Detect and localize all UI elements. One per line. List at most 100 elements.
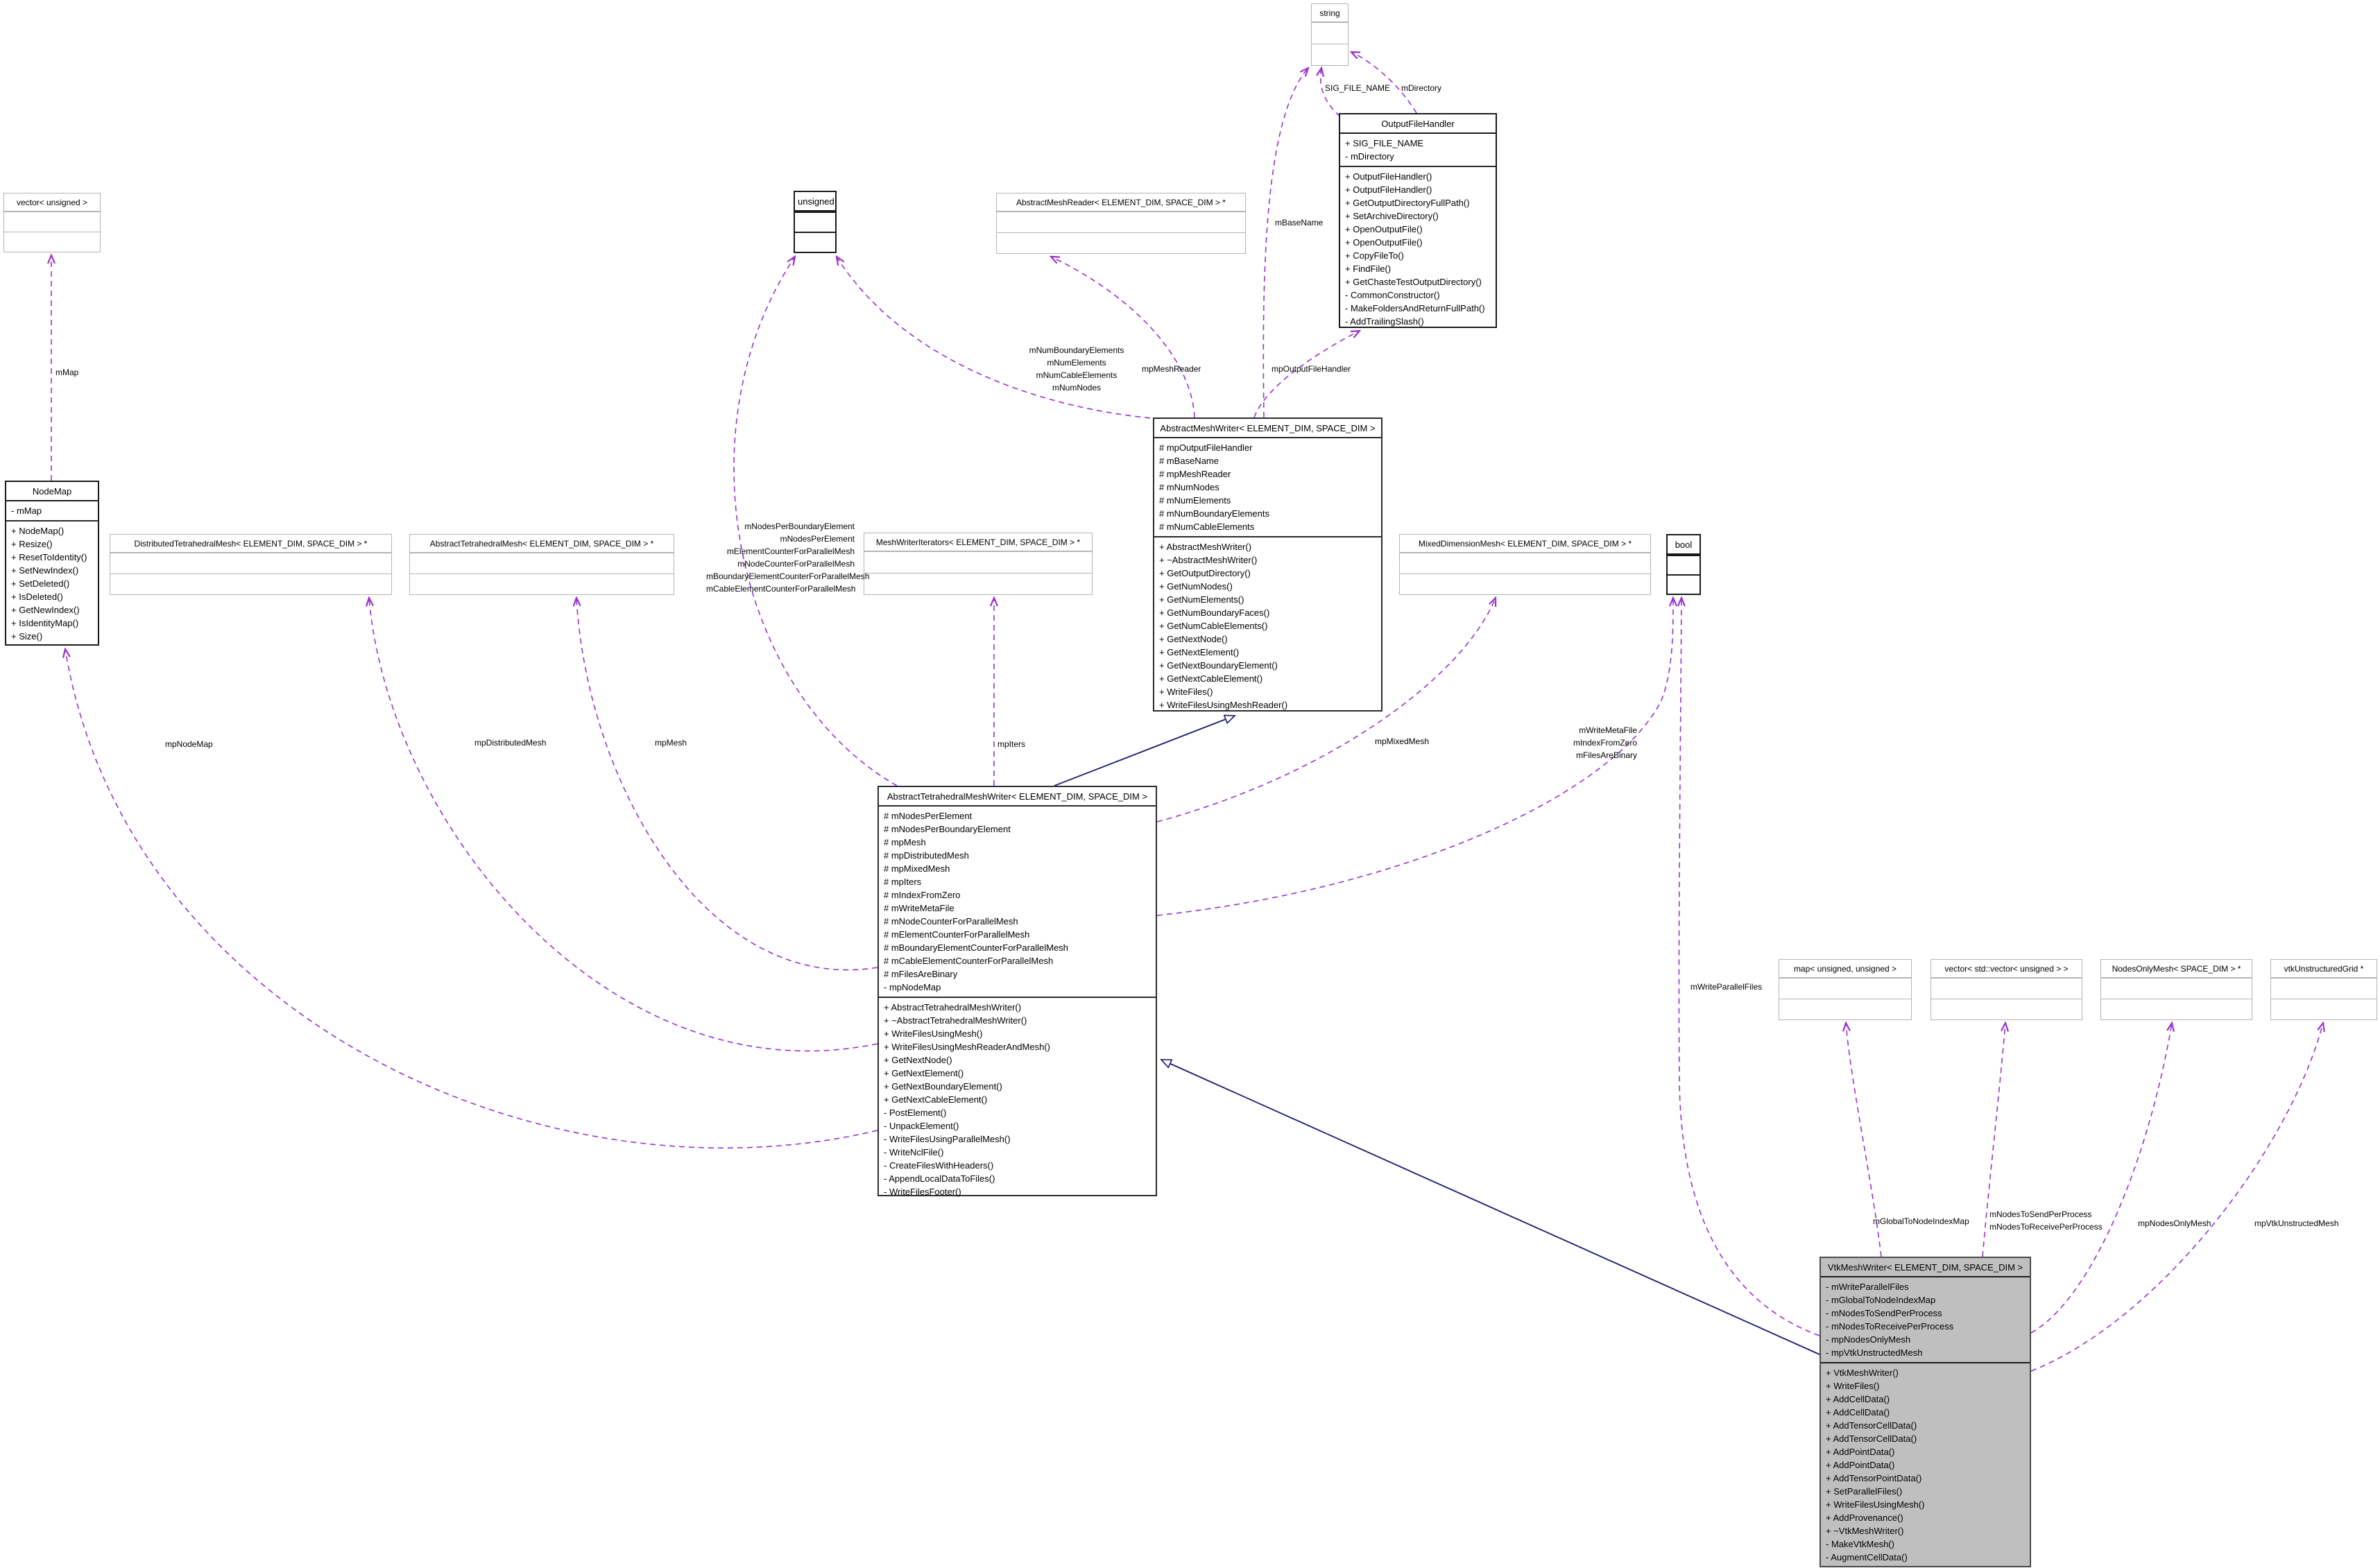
class-title: DistributedTetrahedralMesh< ELEMENT_DIM,…: [110, 535, 391, 553]
text-line: # mNumCableElements: [1159, 522, 1255, 532]
text-line: mWriteMetaFile: [1579, 725, 1637, 735]
text-line: + AbstractMeshWriter(): [1159, 542, 1252, 552]
text-line: + GetNextCableElement(): [1159, 673, 1263, 684]
class-title: VtkMeshWriter< ELEMENT_DIM, SPACE_DIM >: [1821, 1258, 2030, 1277]
text-line: + GetNumElements(): [1159, 594, 1244, 605]
class-output-file-handler[interactable]: OutputFileHandler + SIG_FILE_NAME- mDire…: [1339, 113, 1497, 328]
class-vtk-mesh-writer: VtkMeshWriter< ELEMENT_DIM, SPACE_DIM > …: [1820, 1257, 2031, 1567]
class-title: bool: [1668, 535, 1700, 555]
edge-label-mpmesh: mpMesh: [655, 738, 687, 748]
text-line: # mNodesPerElement: [884, 811, 973, 821]
text-line: + AddTensorCellData(): [1826, 1420, 1917, 1431]
text-line: - CommonConstructor(): [1345, 290, 1440, 300]
edge-mpvtkunstructedmesh: [2030, 1023, 2323, 1372]
edge-label-mpiters: mpIters: [998, 739, 1026, 749]
empty-compartment: [795, 232, 835, 252]
class-attributes: # mNodesPerElement # mNodesPerBoundaryEle…: [879, 807, 1156, 998]
empty-compartment: [110, 553, 391, 574]
text-line: # mpOutputFileHandler: [1159, 442, 1253, 453]
class-title: NodeMap: [6, 482, 98, 501]
text-line: - mpVtkUnstructedMesh: [1826, 1347, 1923, 1358]
empty-compartment: [2271, 999, 2377, 1019]
empty-compartment: [1400, 553, 1650, 574]
class-title: AbstractMeshWriter< ELEMENT_DIM, SPACE_D…: [1154, 419, 1381, 438]
class-methods: + AbstractMeshWriter() + ~AbstractMeshWri…: [1154, 537, 1381, 714]
text-line: mBoundaryElementCounterForParallelMesh: [706, 571, 870, 581]
text-line: + WriteFilesUsingMeshReaderAndMesh(): [884, 1042, 1050, 1052]
class-attributes: # mpOutputFileHandler# mBaseName# mpMesh…: [1154, 438, 1381, 537]
empty-compartment: [997, 212, 1245, 232]
text-line: # mNodesPerBoundaryElement: [884, 824, 1011, 834]
class-mesh-writer-iterators[interactable]: MeshWriterIterators< ELEMENT_DIM, SPACE_…: [864, 533, 1093, 595]
text-line: + WriteFiles(): [1159, 687, 1213, 697]
edge-label-mpnodemap: mpNodeMap: [165, 739, 213, 749]
text-line: + AbstractTetrahedralMeshWriter(): [884, 1002, 1022, 1013]
empty-compartment: [1931, 999, 2082, 1019]
text-line: # mpMesh: [884, 837, 926, 847]
text-line: + WriteFiles(): [1826, 1381, 1880, 1391]
text-line: mNodesToReceivePerProcess: [1989, 1222, 2103, 1232]
class-vector-std-vector-unsigned: vector< std::vector< unsigned > >: [1930, 959, 2082, 1020]
class-abstract-mesh-reader[interactable]: AbstractMeshReader< ELEMENT_DIM, SPACE_D…: [996, 193, 1246, 254]
text-line: + OutputFileHandler(): [1345, 171, 1432, 182]
class-nodes-only-mesh[interactable]: NodesOnlyMesh< SPACE_DIM > *: [2100, 959, 2252, 1020]
text-line: mNumElements: [1047, 358, 1106, 368]
text-line: - mDirectory: [1345, 151, 1394, 162]
empty-compartment: [1779, 978, 1911, 999]
text-line: + OpenOutputFile(): [1345, 237, 1423, 248]
empty-compartment: [864, 551, 1092, 573]
empty-compartment: [795, 212, 835, 232]
text-line: + IsDeleted(): [11, 592, 63, 602]
class-title: AbstractMeshReader< ELEMENT_DIM, SPACE_D…: [997, 193, 1245, 212]
text-line: - WriteFilesFooter(): [884, 1187, 961, 1197]
class-mixed-dimension-mesh[interactable]: MixedDimensionMesh< ELEMENT_DIM, SPACE_D…: [1399, 534, 1651, 595]
text-line: - MakeFoldersAndReturnFullPath(): [1345, 303, 1485, 313]
edge-label-sigfilename: SIG_FILE_NAME: [1325, 83, 1391, 93]
class-abstract-tetrahedral-mesh[interactable]: AbstractTetrahedralMesh< ELEMENT_DIM, SP…: [409, 534, 674, 595]
text-line: mCableElementCounterForParallelMesh: [706, 584, 856, 594]
class-title: MixedDimensionMesh< ELEMENT_DIM, SPACE_D…: [1400, 535, 1650, 553]
class-node-map[interactable]: NodeMap - mMap + NodeMap()+ Resize()+ Re…: [5, 481, 99, 646]
text-line: + GetNextElement(): [884, 1068, 964, 1078]
text-line: # mIndexFromZero: [884, 890, 961, 900]
class-unsigned: unsigned: [794, 191, 837, 253]
text-line: + AddTensorCellData(): [1826, 1433, 1917, 1444]
class-title: vtkUnstructuredGrid *: [2271, 960, 2377, 978]
empty-compartment: [997, 232, 1245, 253]
class-title: map< unsigned, unsigned >: [1779, 960, 1911, 978]
class-title: vector< std::vector< unsigned > >: [1931, 960, 2082, 978]
edge-inherit-vmw-atmw: [1161, 1060, 1820, 1355]
text-line: - CreateFilesWithHeaders(): [884, 1160, 994, 1171]
text-line: + SetArchiveDirectory(): [1345, 211, 1439, 221]
edge-mpnodemap: [65, 649, 878, 1149]
edge-label-mwriteparallelfiles: mWriteParallelFiles: [1690, 982, 1763, 992]
edge-mpnodesonlymesh: [2030, 1023, 2172, 1334]
text-line: + GetNextBoundaryElement(): [1159, 660, 1278, 671]
text-line: # mpMeshReader: [1159, 469, 1231, 479]
class-attributes: - mWriteParallelFiles- mGlobalToNodeInde…: [1821, 1277, 2030, 1363]
edge-inherit-atmw-amw: [1054, 716, 1235, 786]
text-line: - mNodesToSendPerProcess: [1826, 1308, 1942, 1318]
text-line: + ~AbstractMeshWriter(): [1159, 555, 1258, 565]
text-line: # mpMixedMesh: [884, 863, 950, 874]
text-line: mFilesAreBinary: [1575, 750, 1637, 760]
text-line: - AddTrailingSlash(): [1345, 316, 1424, 327]
empty-compartment: [2271, 978, 2377, 999]
text-line: + SetParallelFiles(): [1826, 1486, 1903, 1497]
class-distributed-tetrahedral-mesh[interactable]: DistributedTetrahedralMesh< ELEMENT_DIM,…: [110, 534, 392, 595]
text-line: - mGlobalToNodeIndexMap: [1826, 1295, 1936, 1305]
empty-compartment: [410, 574, 674, 594]
text-line: + NodeMap(): [11, 526, 65, 536]
class-abstract-mesh-writer[interactable]: AbstractMeshWriter< ELEMENT_DIM, SPACE_D…: [1153, 417, 1382, 712]
class-abstract-tetrahedral-mesh-writer[interactable]: AbstractTetrahedralMeshWriter< ELEMENT_D…: [877, 786, 1157, 1197]
class-methods: + AbstractTetrahedralMeshWriter()+ ~Abst…: [879, 998, 1156, 1201]
text-line: + AddPointData(): [1826, 1447, 1895, 1457]
text-line: - mMap: [11, 506, 42, 516]
text-line: - mpNodesOnlyMesh: [1826, 1334, 1911, 1345]
class-vtk-unstructured-grid: vtkUnstructuredGrid *: [2270, 959, 2377, 1020]
empty-compartment: [2101, 978, 2252, 999]
text-line: + GetOutputDirectoryFullPath(): [1345, 198, 1470, 208]
